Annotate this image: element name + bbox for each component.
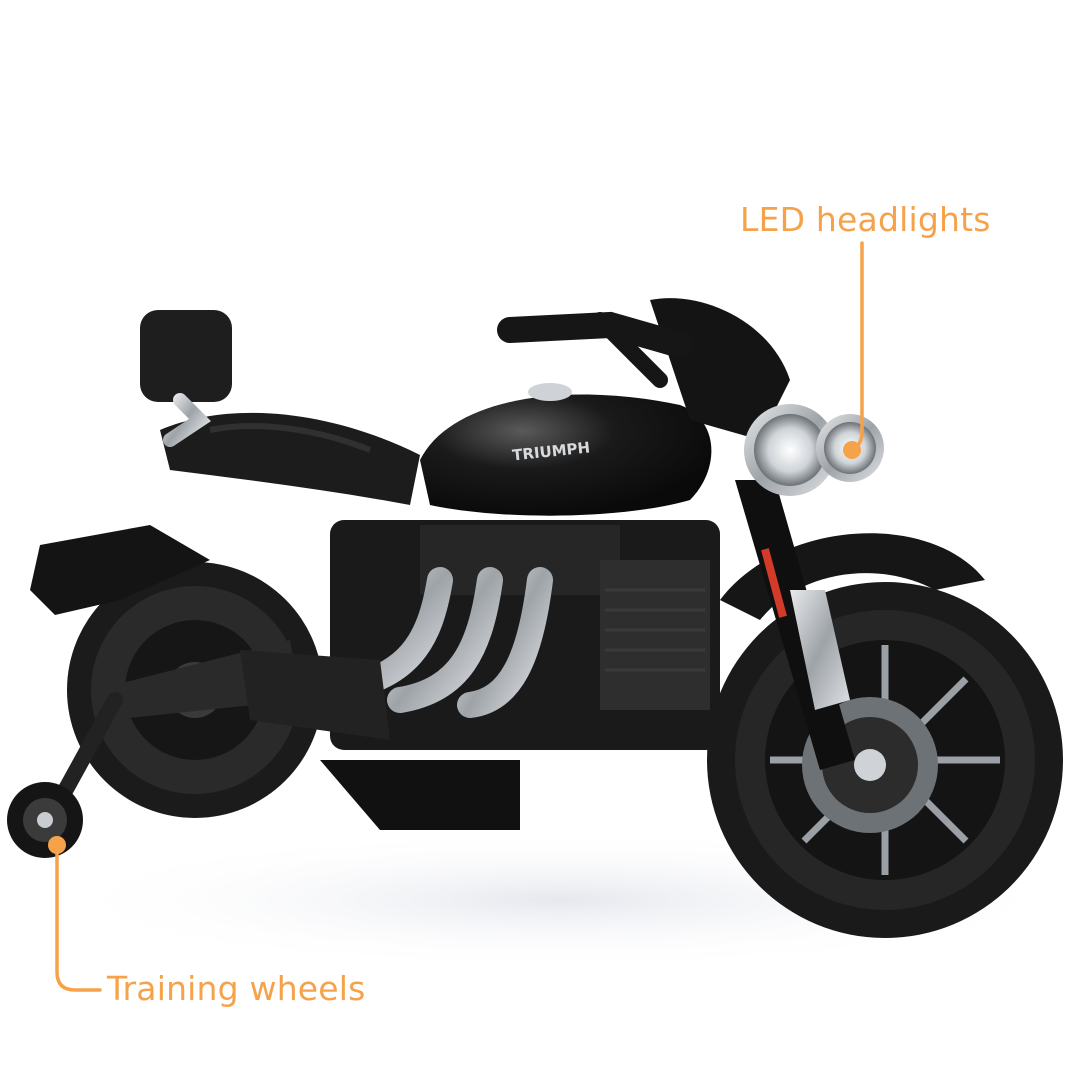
handlebar: [497, 311, 693, 388]
training-wheels-callout-label: Training wheels: [107, 969, 366, 1008]
front-wheel: [707, 582, 1063, 938]
headlights-callout-label: LED headlights: [740, 200, 991, 239]
front-fork: [735, 480, 855, 770]
exhaust-muffler: [240, 650, 390, 740]
fuel-tank: [420, 383, 712, 516]
backrest: [140, 310, 232, 447]
footboard: [320, 760, 520, 830]
training-wheel: [7, 782, 83, 858]
seat: [160, 412, 420, 505]
rear-fender: [30, 525, 210, 615]
